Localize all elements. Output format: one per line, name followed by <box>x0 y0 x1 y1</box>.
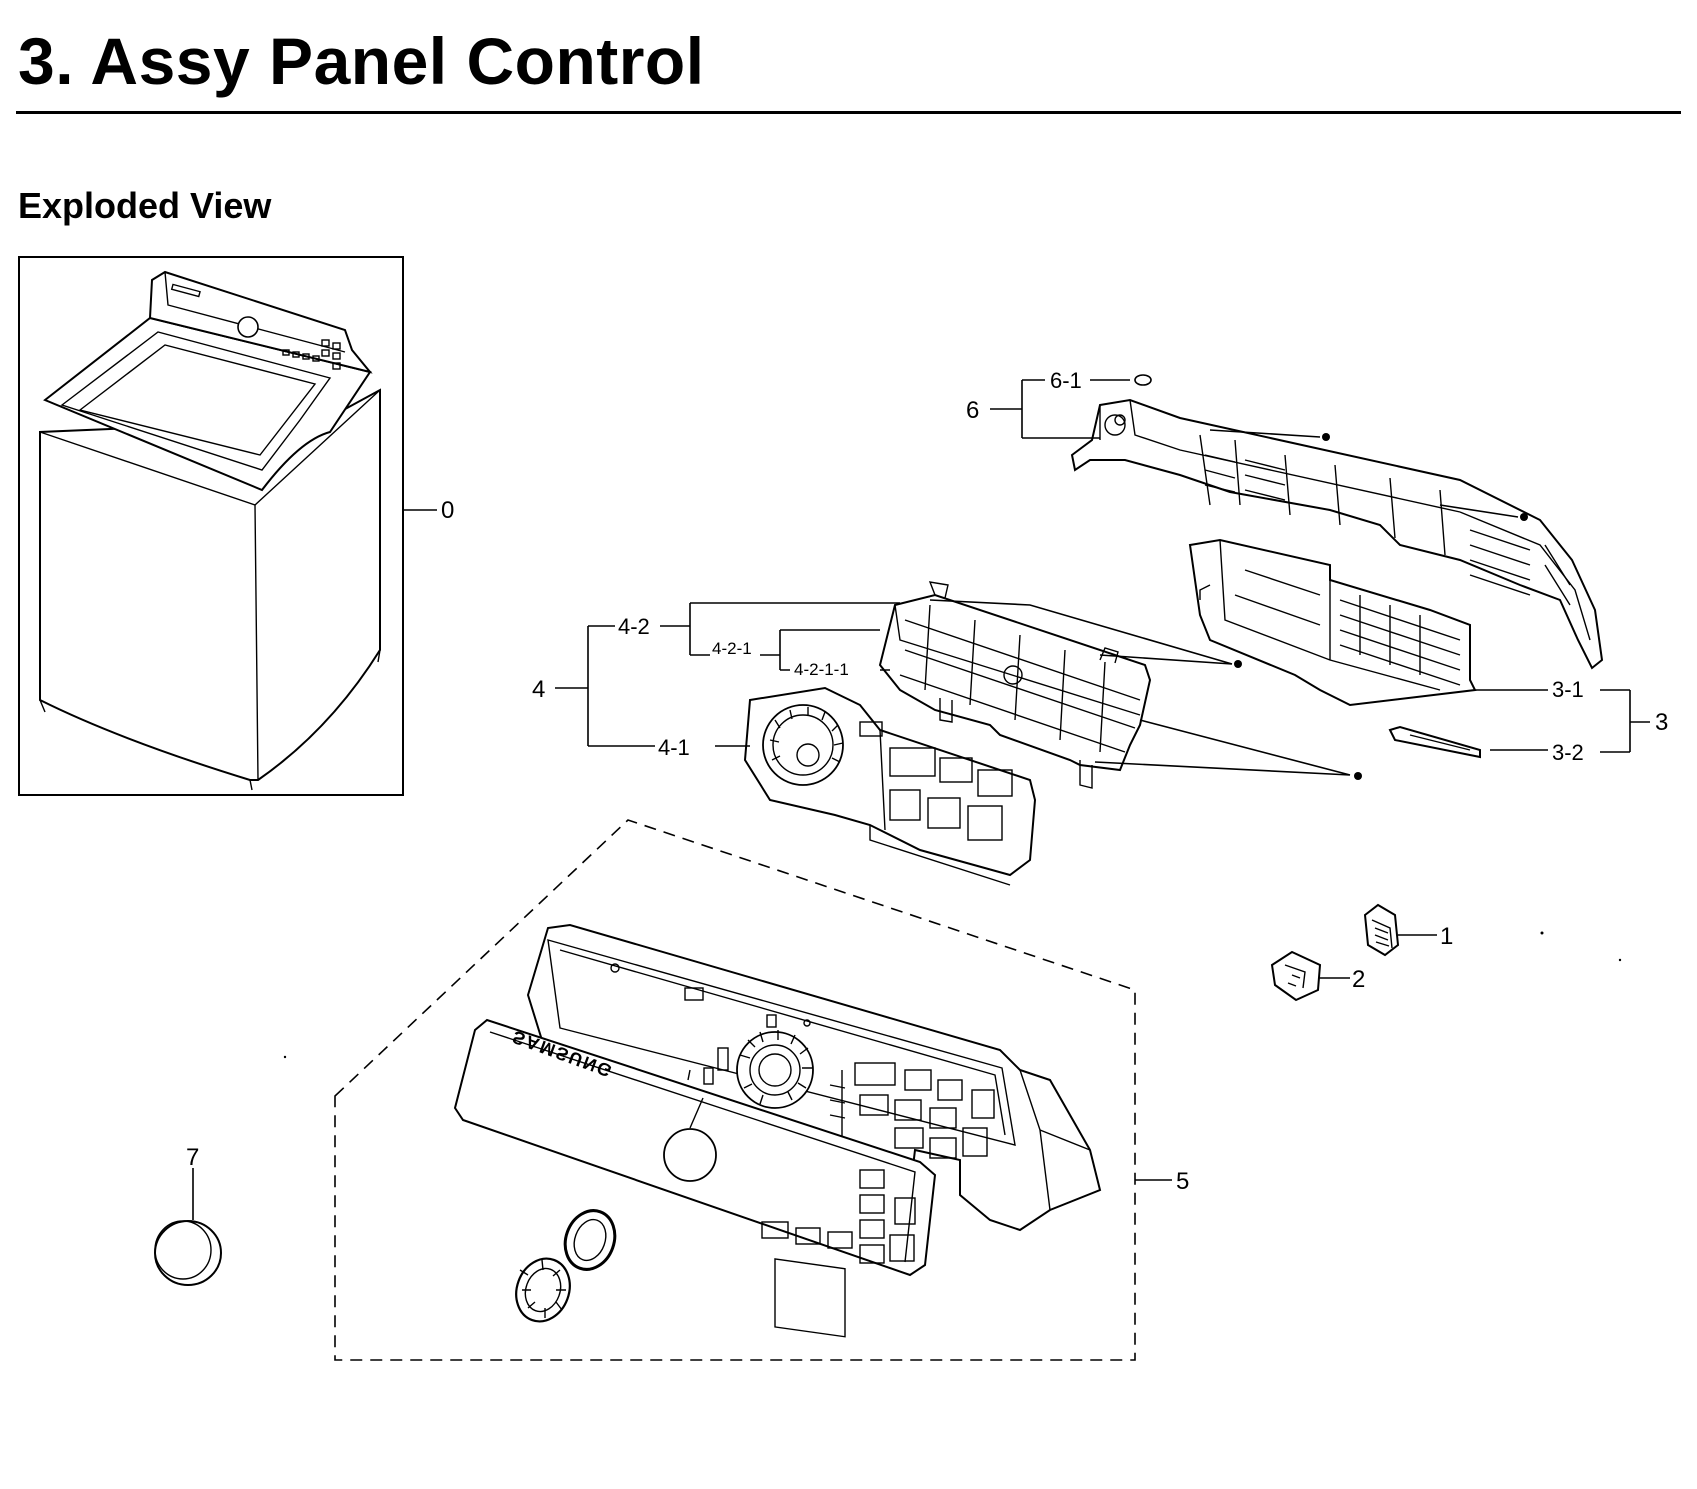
section-title: Exploded View <box>18 185 272 226</box>
screw-dot <box>1354 772 1362 780</box>
callout-1: 1 <box>1440 923 1453 950</box>
part-3-2-strip[interactable] <box>1388 725 1481 759</box>
scan-speck <box>1618 958 1622 962</box>
screw-dot <box>1322 433 1330 441</box>
scan-speck <box>1540 931 1544 935</box>
callout-4-2-1-1: 4-2-1-1 <box>794 660 849 679</box>
callout-2: 2 <box>1352 966 1365 993</box>
callout-7: 7 <box>186 1144 199 1171</box>
part-6-1-ring[interactable] <box>1134 374 1152 386</box>
part-5-control-panel-housing[interactable] <box>526 923 1102 1232</box>
part-2-switch[interactable] <box>1270 950 1322 1002</box>
screw-dot <box>1234 660 1242 668</box>
page-title: 3. Assy Panel Control <box>18 24 705 98</box>
part-4-2-pcb-cover[interactable] <box>878 581 1152 789</box>
part-0-washer-overview[interactable] <box>18 256 404 796</box>
part-5-group-outline <box>334 819 1136 1361</box>
part-1-switch[interactable] <box>1363 903 1400 957</box>
callout-4-1: 4-1 <box>658 735 690 760</box>
part-4-1-main-pcb[interactable] <box>743 686 1037 886</box>
callout-3-2: 3-2 <box>1552 740 1584 765</box>
part-7-knob-cap[interactable] <box>154 1220 222 1286</box>
callout-5: 5 <box>1176 1168 1189 1195</box>
callout-4-2-1: 4-2-1 <box>712 639 752 658</box>
callout-4: 4 <box>532 676 545 703</box>
callout-3-1: 3-1 <box>1552 677 1584 702</box>
callout-6: 6 <box>966 397 979 424</box>
callout-0: 0 <box>441 497 454 524</box>
part-3-1-pcb-frame[interactable] <box>1188 538 1477 707</box>
scan-speck <box>283 1055 287 1059</box>
callout-3: 3 <box>1655 709 1668 736</box>
screw-dot <box>1520 513 1528 521</box>
part-5-dial-knob[interactable] <box>508 1204 623 1329</box>
callout-6-1: 6-1 <box>1050 368 1082 393</box>
callout-4-2: 4-2 <box>618 614 650 639</box>
title-rule <box>16 111 1681 114</box>
part-6-rear-cover[interactable] <box>1070 398 1604 670</box>
